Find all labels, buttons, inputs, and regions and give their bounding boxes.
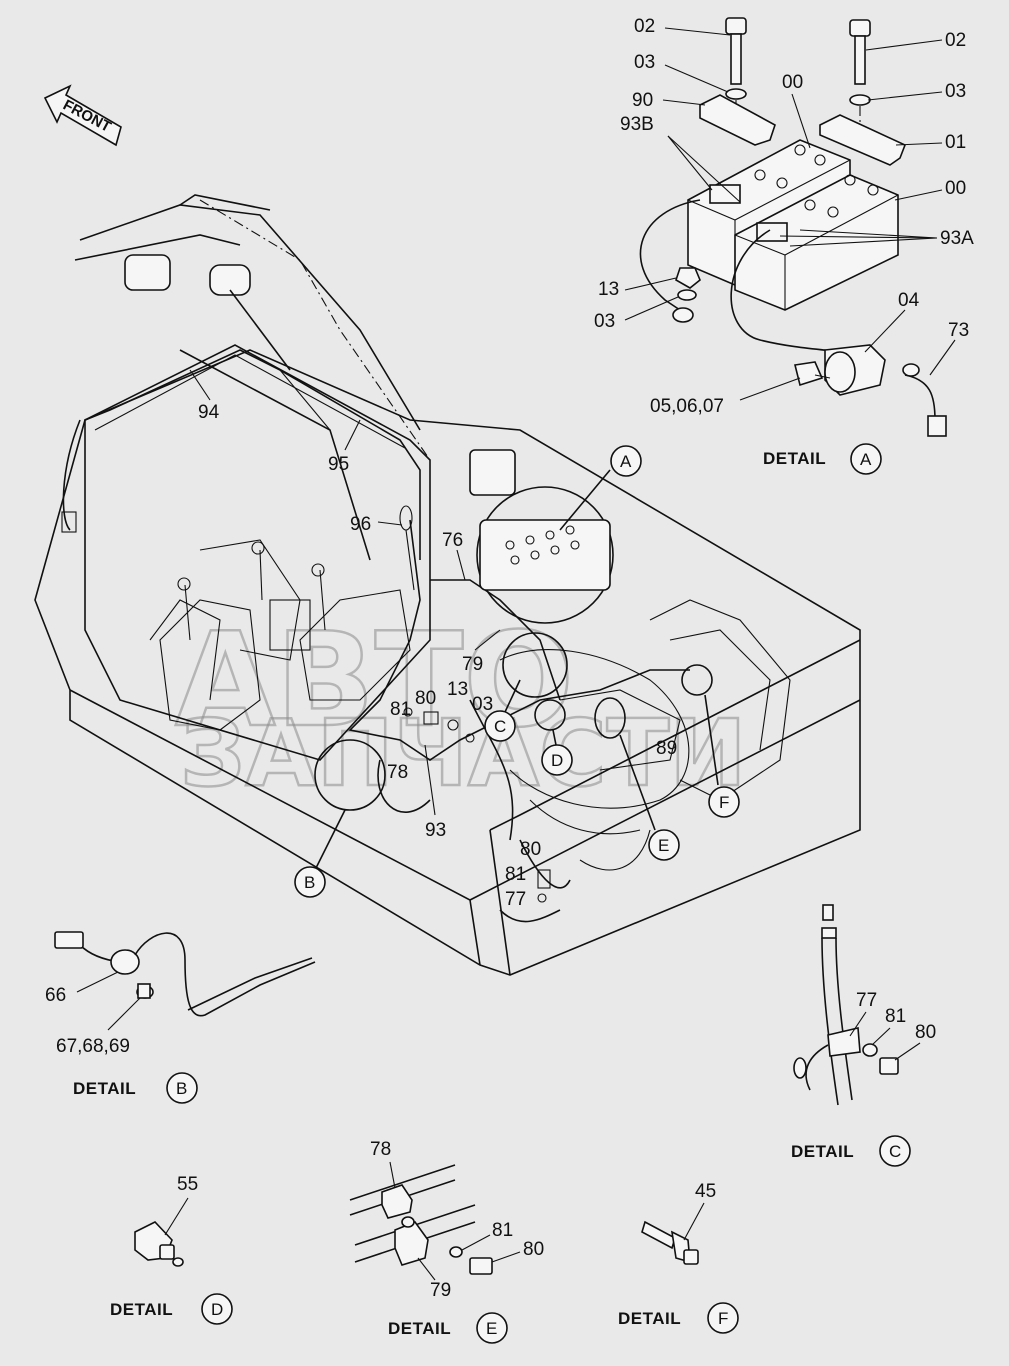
detail-b-letter: B <box>176 1079 187 1098</box>
svg-text:F: F <box>719 793 729 812</box>
part-label: 05,06,07 <box>650 396 724 417</box>
part-label: 77 <box>505 889 526 910</box>
main-part-labels: 94 95 96 76 79 80 81 13 03 78 93 89 80 8… <box>189 369 677 910</box>
marker-b[interactable]: B <box>294 866 326 898</box>
detail-c-caption: DETAIL <box>791 1142 854 1161</box>
part-label: 81 <box>885 1006 906 1027</box>
part-label: 00 <box>945 178 966 199</box>
part-label: 03 <box>472 694 493 715</box>
part-label: 78 <box>387 762 408 783</box>
svg-text:B: B <box>304 873 315 892</box>
magnifier-circles <box>314 469 719 871</box>
part-label: 80 <box>523 1239 544 1260</box>
detail-e: 78 81 80 79 DETAIL E <box>349 1139 544 1344</box>
detail-f-caption: DETAIL <box>618 1309 681 1328</box>
part-label: 93 <box>425 820 446 841</box>
part-label: 13 <box>447 679 468 700</box>
detail-c-badge <box>879 1135 911 1167</box>
part-label: 02 <box>634 16 655 37</box>
part-label: 02 <box>945 30 966 51</box>
detail-e-badge <box>476 1312 508 1344</box>
svg-text:A: A <box>620 452 632 471</box>
front-arrow-icon: FRONT <box>43 84 122 147</box>
detail-e-letter: E <box>486 1319 497 1338</box>
part-label: 67,68,69 <box>56 1036 130 1057</box>
part-label: 45 <box>695 1181 716 1202</box>
detail-c: 77 81 80 DETAIL C <box>791 904 936 1167</box>
part-label: 13 <box>598 279 619 300</box>
detail-f-letter: F <box>718 1309 728 1328</box>
part-label: 90 <box>632 90 653 111</box>
detail-d-letter: D <box>211 1300 223 1319</box>
marker-e[interactable]: E <box>648 829 680 861</box>
part-label: 81 <box>390 699 411 720</box>
part-label: 00 <box>782 72 803 93</box>
detail-d-badge <box>201 1293 233 1325</box>
part-label: 79 <box>430 1280 451 1301</box>
marker-c[interactable]: C <box>484 710 516 742</box>
part-label: 01 <box>945 132 966 153</box>
detail-d: 55 DETAIL D <box>110 1174 233 1325</box>
svg-text:C: C <box>494 717 506 736</box>
part-label: 93A <box>940 228 974 249</box>
detail-b-caption: DETAIL <box>73 1079 136 1098</box>
detail-a-letter: A <box>860 450 872 469</box>
marker-f[interactable]: F <box>708 786 740 818</box>
part-label: 80 <box>415 688 436 709</box>
main-detail-markers: A B C D E F <box>294 445 740 898</box>
svg-text:E: E <box>658 836 669 855</box>
part-label: 95 <box>328 454 349 475</box>
detail-f: 45 DETAIL F <box>618 1181 739 1334</box>
svg-text:D: D <box>551 751 563 770</box>
detail-a-caption: DETAIL <box>763 449 826 468</box>
part-label: 96 <box>350 514 371 535</box>
detail-b: 66 67,68,69 DETAIL B <box>45 931 316 1104</box>
marker-d[interactable]: D <box>541 744 573 776</box>
part-label: 04 <box>898 290 920 311</box>
marker-a[interactable]: A <box>610 445 642 477</box>
detail-a-badge <box>850 443 882 475</box>
part-label: 79 <box>462 654 483 675</box>
part-label: 77 <box>856 990 877 1011</box>
part-label: 03 <box>594 311 615 332</box>
part-label: 94 <box>198 402 220 423</box>
part-label: 80 <box>915 1022 936 1043</box>
part-label: 66 <box>45 985 66 1006</box>
detail-b-badge <box>166 1072 198 1104</box>
detail-c-letter: C <box>889 1142 901 1161</box>
part-label: 81 <box>505 864 526 885</box>
detail-f-badge <box>707 1302 739 1334</box>
part-label: 55 <box>177 1174 198 1195</box>
detail-d-caption: DETAIL <box>110 1300 173 1319</box>
watermark: АВТО ЗАПЧАСТИ <box>174 603 748 809</box>
part-label: 89 <box>656 738 677 759</box>
part-label: 80 <box>520 839 541 860</box>
machine-body-outline <box>34 194 861 976</box>
detail-a-batteries: 02 02 03 03 90 00 93B 01 00 93A 13 03 04… <box>594 16 974 475</box>
part-label: 78 <box>370 1139 391 1160</box>
part-label: 73 <box>948 320 969 341</box>
part-label: 03 <box>634 52 655 73</box>
watermark-line-2: ЗАПЧАСТИ <box>180 700 746 807</box>
part-label: 81 <box>492 1220 513 1241</box>
part-label: 76 <box>442 530 463 551</box>
part-label: 03 <box>945 81 966 102</box>
part-label: 93B <box>620 114 654 135</box>
detail-e-caption: DETAIL <box>388 1319 451 1338</box>
